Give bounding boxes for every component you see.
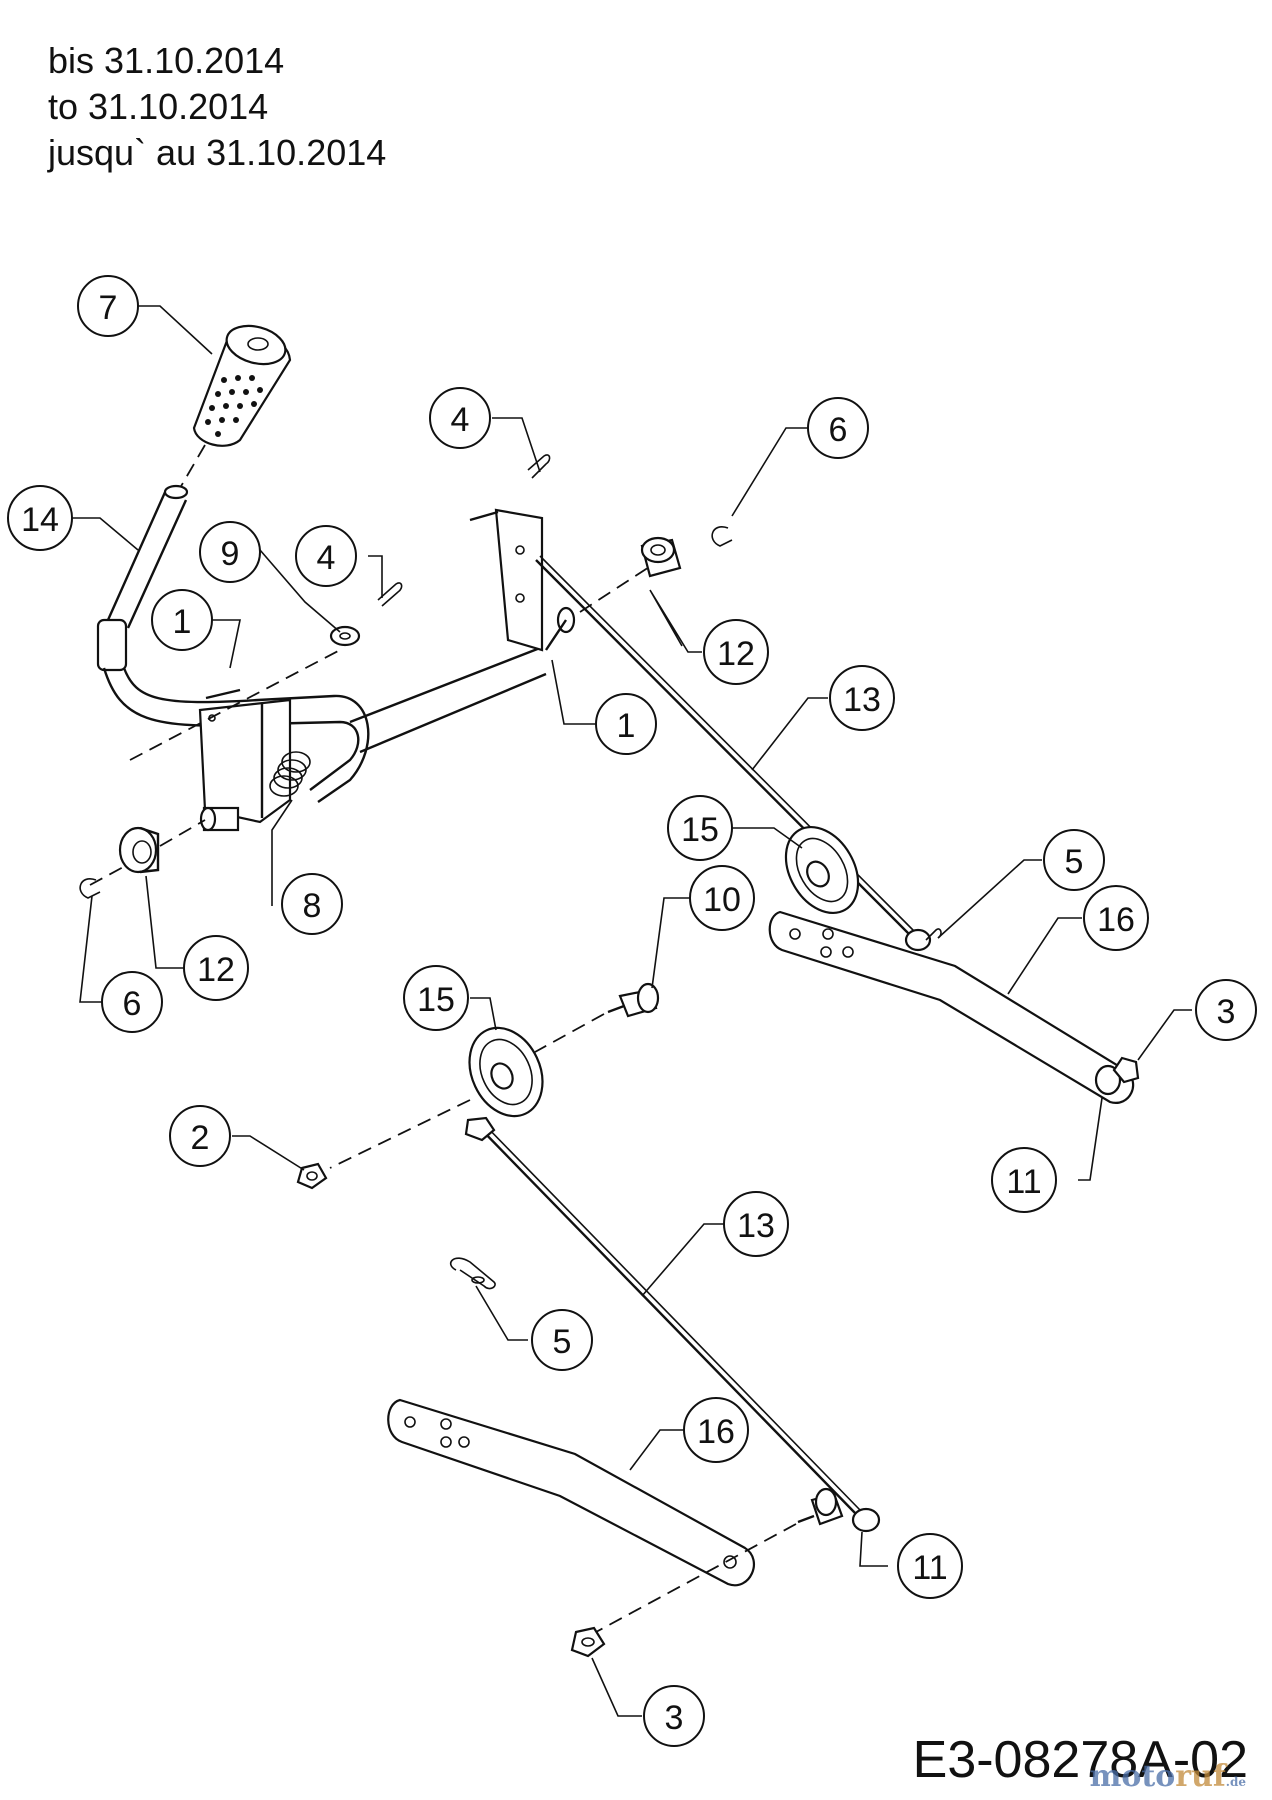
callout-8: 8	[281, 873, 343, 935]
svg-text:9: 9	[221, 535, 240, 573]
svg-text:4: 4	[451, 401, 470, 439]
callout-14: 14	[7, 485, 73, 551]
part-bushing-left	[118, 826, 160, 874]
svg-text:8: 8	[303, 887, 322, 925]
callout-1: 1	[595, 693, 657, 755]
svg-text:12: 12	[197, 951, 235, 989]
svg-text:1: 1	[617, 707, 636, 745]
callout-13: 13	[829, 665, 895, 731]
callout-16: 16	[683, 1397, 749, 1463]
part-shoulder-bolt	[607, 982, 660, 1018]
callout-6: 6	[101, 971, 163, 1033]
svg-text:3: 3	[665, 1699, 684, 1737]
svg-text:16: 16	[1097, 901, 1135, 939]
callout-5: 5	[531, 1309, 593, 1371]
part-clip-lower	[450, 1257, 496, 1290]
svg-text:14: 14	[21, 501, 59, 539]
part-idler-arm-upper	[768, 910, 1135, 1104]
svg-text:11: 11	[1006, 1163, 1041, 1201]
svg-text:6: 6	[123, 985, 142, 1023]
svg-text:16: 16	[697, 1413, 735, 1451]
part-flange-nut	[296, 1162, 328, 1190]
callout-3: 3	[643, 1685, 705, 1747]
part-bushing-right	[640, 536, 682, 578]
callout-6: 6	[807, 397, 869, 459]
callout-4: 4	[295, 525, 357, 587]
svg-text:7: 7	[99, 289, 118, 327]
part-e-clip	[711, 526, 733, 547]
callout-3: 3	[1195, 979, 1257, 1041]
svg-text:4: 4	[317, 539, 336, 577]
callout-2: 2	[169, 1105, 231, 1167]
validity-line-en: to 31.10.2014	[48, 86, 269, 127]
callout-15: 15	[667, 795, 733, 861]
callout-1: 1	[151, 589, 213, 651]
callout-11: 11	[897, 1533, 963, 1599]
callout-7: 7	[77, 275, 139, 337]
part-bracket-left	[198, 688, 292, 824]
part-hairpin-clip	[377, 582, 403, 607]
svg-text:5: 5	[553, 1323, 572, 1361]
validity-line-de: bis 31.10.2014	[48, 40, 285, 81]
part-hairpin-clip	[527, 454, 551, 479]
svg-text:15: 15	[417, 981, 455, 1019]
part-shaft-stub-left	[199, 806, 240, 832]
svg-text:11: 11	[912, 1549, 947, 1587]
callout-13: 13	[723, 1191, 789, 1257]
watermark-logo: motoruf.de	[1089, 1759, 1246, 1794]
svg-text:6: 6	[829, 411, 848, 449]
part-washer	[329, 625, 361, 647]
callout-12: 12	[183, 935, 249, 1001]
callout-16: 16	[1083, 885, 1149, 951]
svg-text:2: 2	[191, 1119, 210, 1157]
callout-11: 11	[991, 1147, 1057, 1213]
part-grip	[192, 324, 292, 447]
part-link-rod-lower	[464, 1116, 881, 1533]
svg-text:13: 13	[843, 681, 881, 719]
part-plate-right	[469, 508, 544, 652]
svg-text:13: 13	[737, 1207, 775, 1245]
validity-note: bis 31.10.2014 to 31.10.2014 jusqu` au 3…	[48, 38, 386, 176]
callout-15: 15	[403, 965, 469, 1031]
part-nut-lower	[570, 1626, 606, 1658]
svg-text:3: 3	[1217, 993, 1236, 1031]
part-nut-upper	[1112, 1056, 1140, 1084]
callout-12: 12	[703, 619, 769, 685]
validity-line-fr: jusqu` au 31.10.2014	[48, 132, 387, 173]
part-idler-pulley-upper	[784, 825, 860, 915]
svg-text:10: 10	[703, 881, 741, 919]
callout-9: 9	[199, 521, 261, 583]
callout-10: 10	[689, 865, 755, 931]
part-cross-shaft	[349, 606, 576, 754]
drawing-code: E3-08278A-02	[912, 1731, 1248, 1789]
svg-text:15: 15	[681, 811, 719, 849]
callout-leaders	[72, 305, 1192, 1717]
part-idler-pulley-lower	[468, 1026, 544, 1118]
svg-text:1: 1	[173, 603, 192, 641]
part-spring	[269, 751, 311, 797]
svg-text:12: 12	[717, 635, 755, 673]
svg-text:5: 5	[1065, 843, 1084, 881]
part-bolt-lower	[797, 1487, 844, 1526]
callout-5: 5	[1043, 829, 1105, 891]
part-idler-arm-lower	[387, 1398, 756, 1587]
part-e-clip	[79, 878, 101, 899]
callout-4: 4	[429, 387, 491, 449]
